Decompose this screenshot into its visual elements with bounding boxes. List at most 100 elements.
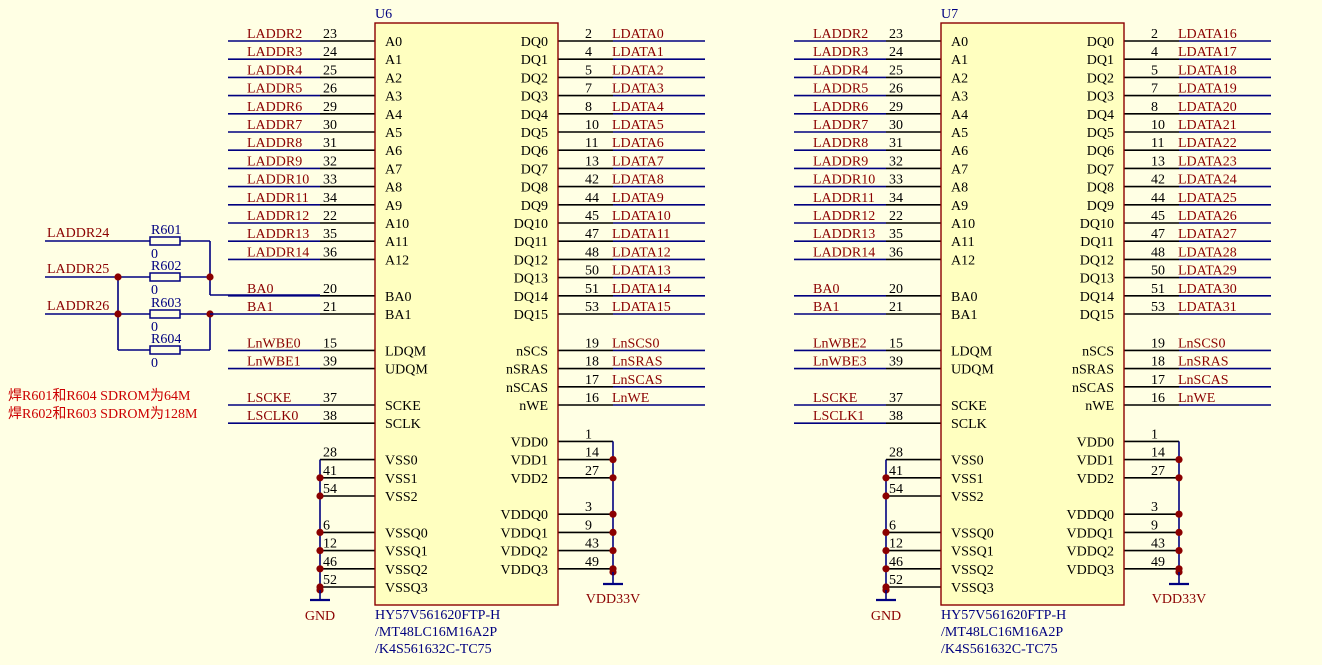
pin-label: A7 <box>951 162 968 177</box>
pin-number: 53 <box>1151 300 1165 315</box>
pin-label: VDDQ0 <box>501 508 548 523</box>
pin-number: 37 <box>323 391 337 406</box>
junction-dot <box>316 492 324 500</box>
pin-label: DQ8 <box>1087 181 1114 196</box>
pin-number: 35 <box>323 227 337 242</box>
pin-number: 8 <box>1151 100 1158 115</box>
chip-ref: U7 <box>941 7 958 22</box>
pin-label: DQ11 <box>514 235 548 250</box>
junction-dot <box>1175 528 1183 537</box>
pin-label: DQ10 <box>1080 217 1114 232</box>
junction-dot <box>882 492 890 500</box>
pin-number: 1 <box>585 427 592 442</box>
pin-number: 9 <box>585 518 592 533</box>
net-label: LADDR12 <box>247 209 309 224</box>
net-label: LDATA21 <box>1178 118 1237 133</box>
net-label: LADDR8 <box>247 136 302 151</box>
pin-number: 6 <box>323 518 330 533</box>
junction-dot <box>1175 474 1183 482</box>
net-label: LADDR4 <box>247 63 302 78</box>
junction-dot <box>882 565 890 573</box>
pin-number: 54 <box>323 482 337 497</box>
net-label: LSCLK1 <box>813 409 864 424</box>
net-label: LDATA18 <box>1178 63 1237 78</box>
junction-dot <box>316 547 324 555</box>
pin-number: 28 <box>323 446 337 461</box>
resistor-body <box>149 345 181 355</box>
net-label: LDATA5 <box>612 118 664 133</box>
pin-label: VSS2 <box>951 490 984 505</box>
net-label: LnSCAS <box>1178 373 1229 388</box>
part-number: /MT48LC16M16A2P <box>375 625 497 640</box>
pin-label: A5 <box>951 126 968 141</box>
pin-label: DQ1 <box>521 53 548 68</box>
net-label: LnSCS0 <box>612 336 659 351</box>
net-label: LDATA11 <box>612 227 670 242</box>
pin-number: 9 <box>1151 518 1158 533</box>
part-number: HY57V561620FTP-H <box>375 608 500 623</box>
pin-label: DQ7 <box>1087 162 1114 177</box>
pin-label: VDDQ3 <box>1067 563 1114 578</box>
pin-label: A7 <box>385 162 402 177</box>
net-label: LDATA4 <box>612 100 664 115</box>
pin-number: 4 <box>585 45 592 60</box>
pin-number: 44 <box>1151 191 1165 206</box>
pin-number: 44 <box>585 191 599 206</box>
pin-number: 8 <box>585 100 592 115</box>
pin-number: 7 <box>1151 82 1158 97</box>
pin-number: 33 <box>323 173 337 188</box>
pin-number: 46 <box>889 555 903 570</box>
junction-dot <box>609 474 617 482</box>
net-label: LDATA24 <box>1178 173 1237 188</box>
pin-number: 51 <box>585 282 599 297</box>
net-label: LADDR2 <box>813 27 868 42</box>
pin-number: 24 <box>889 45 903 60</box>
pin-number: 4 <box>1151 45 1158 60</box>
net-label: LADDR7 <box>247 118 302 133</box>
pin-number: 29 <box>323 100 337 115</box>
resistor-ref: R601 <box>151 223 181 238</box>
pin-label: VDD1 <box>511 454 548 469</box>
pin-number: 10 <box>585 118 599 133</box>
junction-dot <box>882 547 890 555</box>
pin-number: 30 <box>889 118 903 133</box>
pin-label: A12 <box>385 253 409 268</box>
pin-label: VSSQ0 <box>385 526 428 541</box>
pin-label: DQ11 <box>1080 235 1114 250</box>
net-label: LDATA30 <box>1178 282 1237 297</box>
pin-number: 39 <box>889 355 903 370</box>
pin-number: 1 <box>1151 427 1158 442</box>
part-number: /K4S561632C-TC75 <box>375 642 492 657</box>
resistor-body <box>149 272 181 282</box>
pin-label: VSS2 <box>385 490 418 505</box>
pin-label: A8 <box>385 181 402 196</box>
junction-dot <box>882 528 890 537</box>
pin-number: 49 <box>1151 555 1165 570</box>
gnd-label: GND <box>871 609 901 624</box>
net-label: LADDR5 <box>247 82 302 97</box>
pin-label: DQ9 <box>1087 199 1114 214</box>
junction-dot <box>206 273 214 281</box>
pin-label: DQ14 <box>514 290 548 305</box>
pin-label: VDD0 <box>511 435 548 450</box>
pin-number: 6 <box>889 518 896 533</box>
pin-label: A11 <box>951 235 975 250</box>
pin-number: 21 <box>889 300 903 315</box>
junction-dot <box>114 273 122 281</box>
net-label: LDATA3 <box>612 82 664 97</box>
junction-dot <box>1175 547 1183 555</box>
size-note: 焊R602和R603 SDROM为128M <box>8 406 198 422</box>
net-label: LSCKE <box>813 391 857 406</box>
net-label: LSCKE <box>247 391 291 406</box>
pin-number: 39 <box>323 355 337 370</box>
resistor-value: 0 <box>151 247 158 262</box>
net-label: LADDR10 <box>813 173 875 188</box>
net-label: LDATA12 <box>612 245 671 260</box>
pin-number: 24 <box>323 45 337 60</box>
pin-label: nSCAS <box>506 381 548 396</box>
pin-label: nSCAS <box>1072 381 1114 396</box>
pin-number: 2 <box>1151 27 1158 42</box>
net-label: LnSRAS <box>1178 355 1229 370</box>
pin-label: DQ3 <box>1087 90 1114 105</box>
pin-number: 47 <box>585 227 599 242</box>
